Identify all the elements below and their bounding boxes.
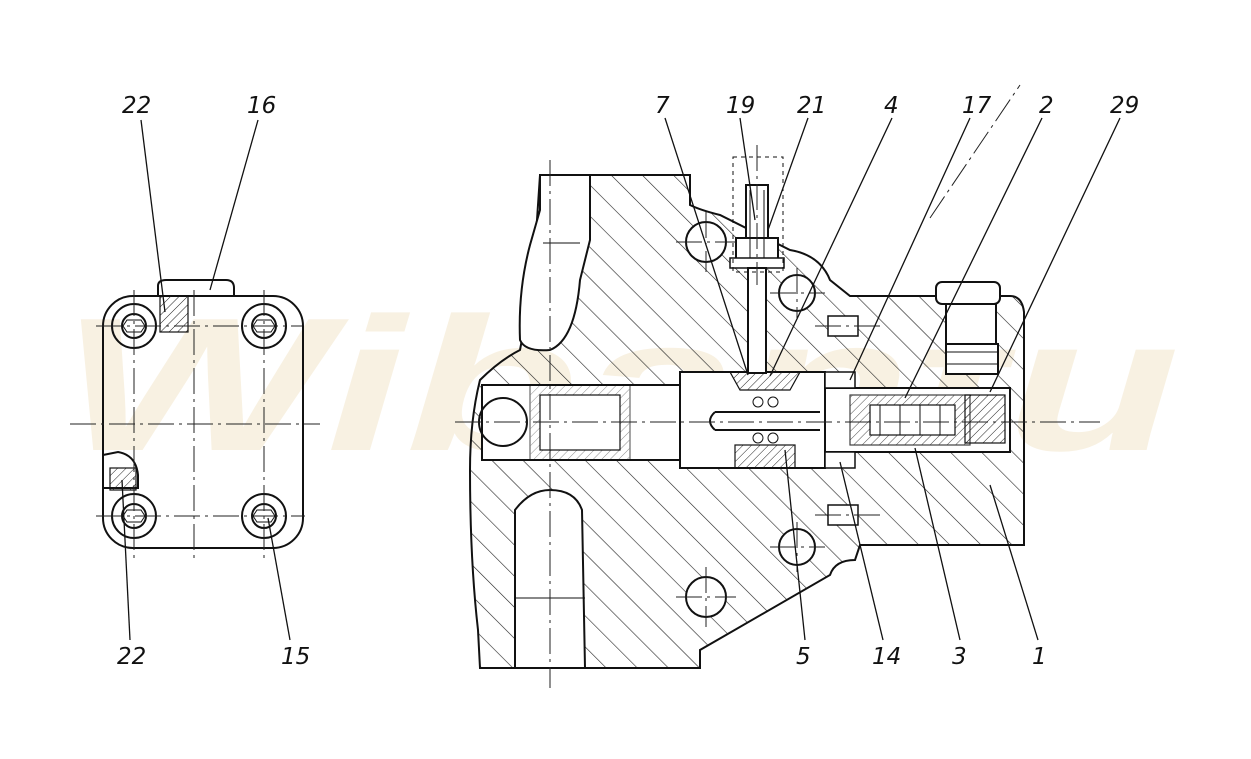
notch-hatch <box>109 467 137 491</box>
callout-5: 5 <box>796 644 811 670</box>
callout-22-bottom-left: 22 <box>117 644 146 670</box>
callout-2: 2 <box>1039 93 1054 119</box>
callout-1: 1 <box>1032 644 1047 670</box>
callout-3: 3 <box>952 644 967 670</box>
spool-rod <box>709 411 820 431</box>
callout-29: 29 <box>1110 93 1139 119</box>
callout-4: 4 <box>884 93 899 119</box>
cover-plate-view <box>70 279 320 560</box>
callout-19: 19 <box>726 93 755 119</box>
callout-21: 21 <box>797 93 826 119</box>
cover-plate-tab <box>157 279 235 296</box>
cover-plate-outline <box>102 295 304 549</box>
leader-lines <box>121 117 1121 641</box>
cover-plate-notch <box>102 450 139 489</box>
callout-22-top-left: 22 <box>122 93 151 119</box>
callout-16: 16 <box>247 93 276 119</box>
callout-labels: 22 16 22 15 7 19 21 4 17 2 29 5 14 3 1 <box>117 93 1139 670</box>
callout-14: 14 <box>872 644 901 670</box>
callout-15: 15 <box>281 644 310 670</box>
top-plug <box>935 281 1001 375</box>
callout-17: 17 <box>962 93 992 119</box>
section-view <box>455 84 1100 688</box>
callout-7: 7 <box>655 93 670 119</box>
